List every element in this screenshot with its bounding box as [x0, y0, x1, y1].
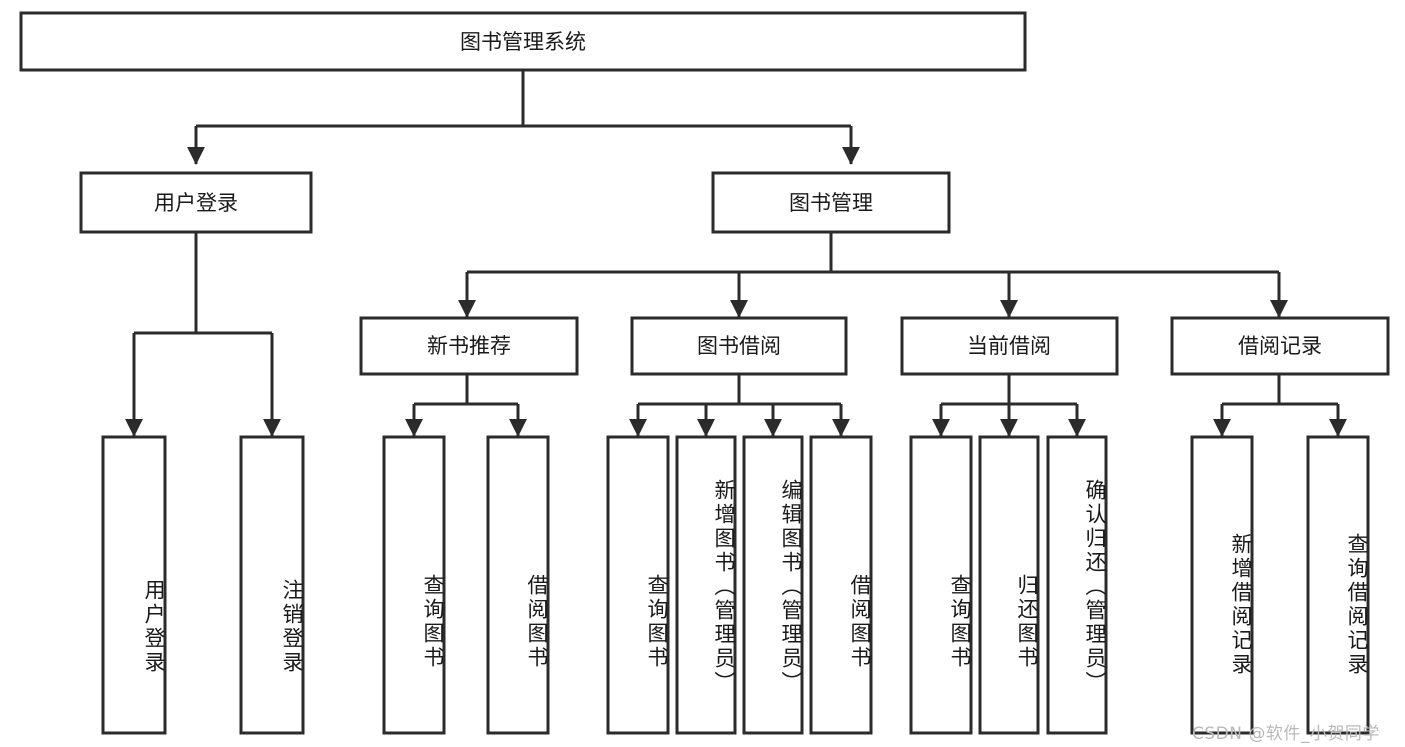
leaf-box-edit-book[interactable] [742, 435, 804, 735]
leaf-boxes [101, 435, 1370, 735]
node-book-management-label: 图书管理 [789, 191, 873, 215]
node-user-login[interactable]: 用户登录 [79, 171, 313, 234]
connector-currentborrow-to-leaves [932, 375, 1086, 437]
node-user-login-label: 用户登录 [154, 191, 238, 215]
leaf-box-add-record[interactable] [1190, 435, 1254, 735]
leaf-box-add-book[interactable] [675, 435, 737, 735]
node-current-borrow-label: 当前借阅 [967, 334, 1051, 358]
node-book-borrow[interactable]: 图书借阅 [630, 316, 848, 376]
leaf-box-borrow-book-2[interactable] [809, 435, 873, 735]
connector-newbook-to-leaves [405, 375, 527, 437]
node-new-book-recommend-label: 新书推荐 [427, 334, 511, 358]
node-current-borrow[interactable]: 当前借阅 [900, 316, 1119, 376]
connector-borrowrecord-to-leaves [1213, 375, 1347, 437]
leaf-box-query-book-3[interactable] [909, 435, 973, 735]
csdn-watermark: CSDN @软件_小贺同学 [1192, 724, 1380, 744]
node-borrow-record[interactable]: 借阅记录 [1170, 316, 1390, 376]
leaf-box-return-book[interactable] [978, 435, 1040, 735]
leaf-box-borrow-book-1[interactable] [486, 435, 550, 735]
connector-bookborrow-to-leaves [629, 375, 850, 437]
node-new-book-recommend[interactable]: 新书推荐 [359, 316, 579, 376]
leaf-box-logout[interactable] [239, 435, 305, 735]
node-book-management[interactable]: 图书管理 [711, 171, 951, 234]
leaf-box-confirm-return[interactable] [1046, 435, 1108, 735]
connector-bookmgmt-to-level2 [458, 233, 1288, 318]
connector-userlogin-to-leaves [125, 233, 281, 437]
node-root-label: 图书管理系统 [460, 30, 586, 54]
connector-root-to-level1 [187, 70, 860, 165]
leaf-box-query-book-1[interactable] [382, 435, 446, 735]
node-borrow-record-label: 借阅记录 [1238, 334, 1322, 358]
leaf-box-query-book-2[interactable] [606, 435, 670, 735]
node-root[interactable]: 图书管理系统 [19, 11, 1027, 72]
leaf-box-query-record[interactable] [1306, 435, 1370, 735]
node-book-borrow-label: 图书借阅 [697, 334, 781, 358]
leaf-box-user-login[interactable] [101, 435, 167, 735]
